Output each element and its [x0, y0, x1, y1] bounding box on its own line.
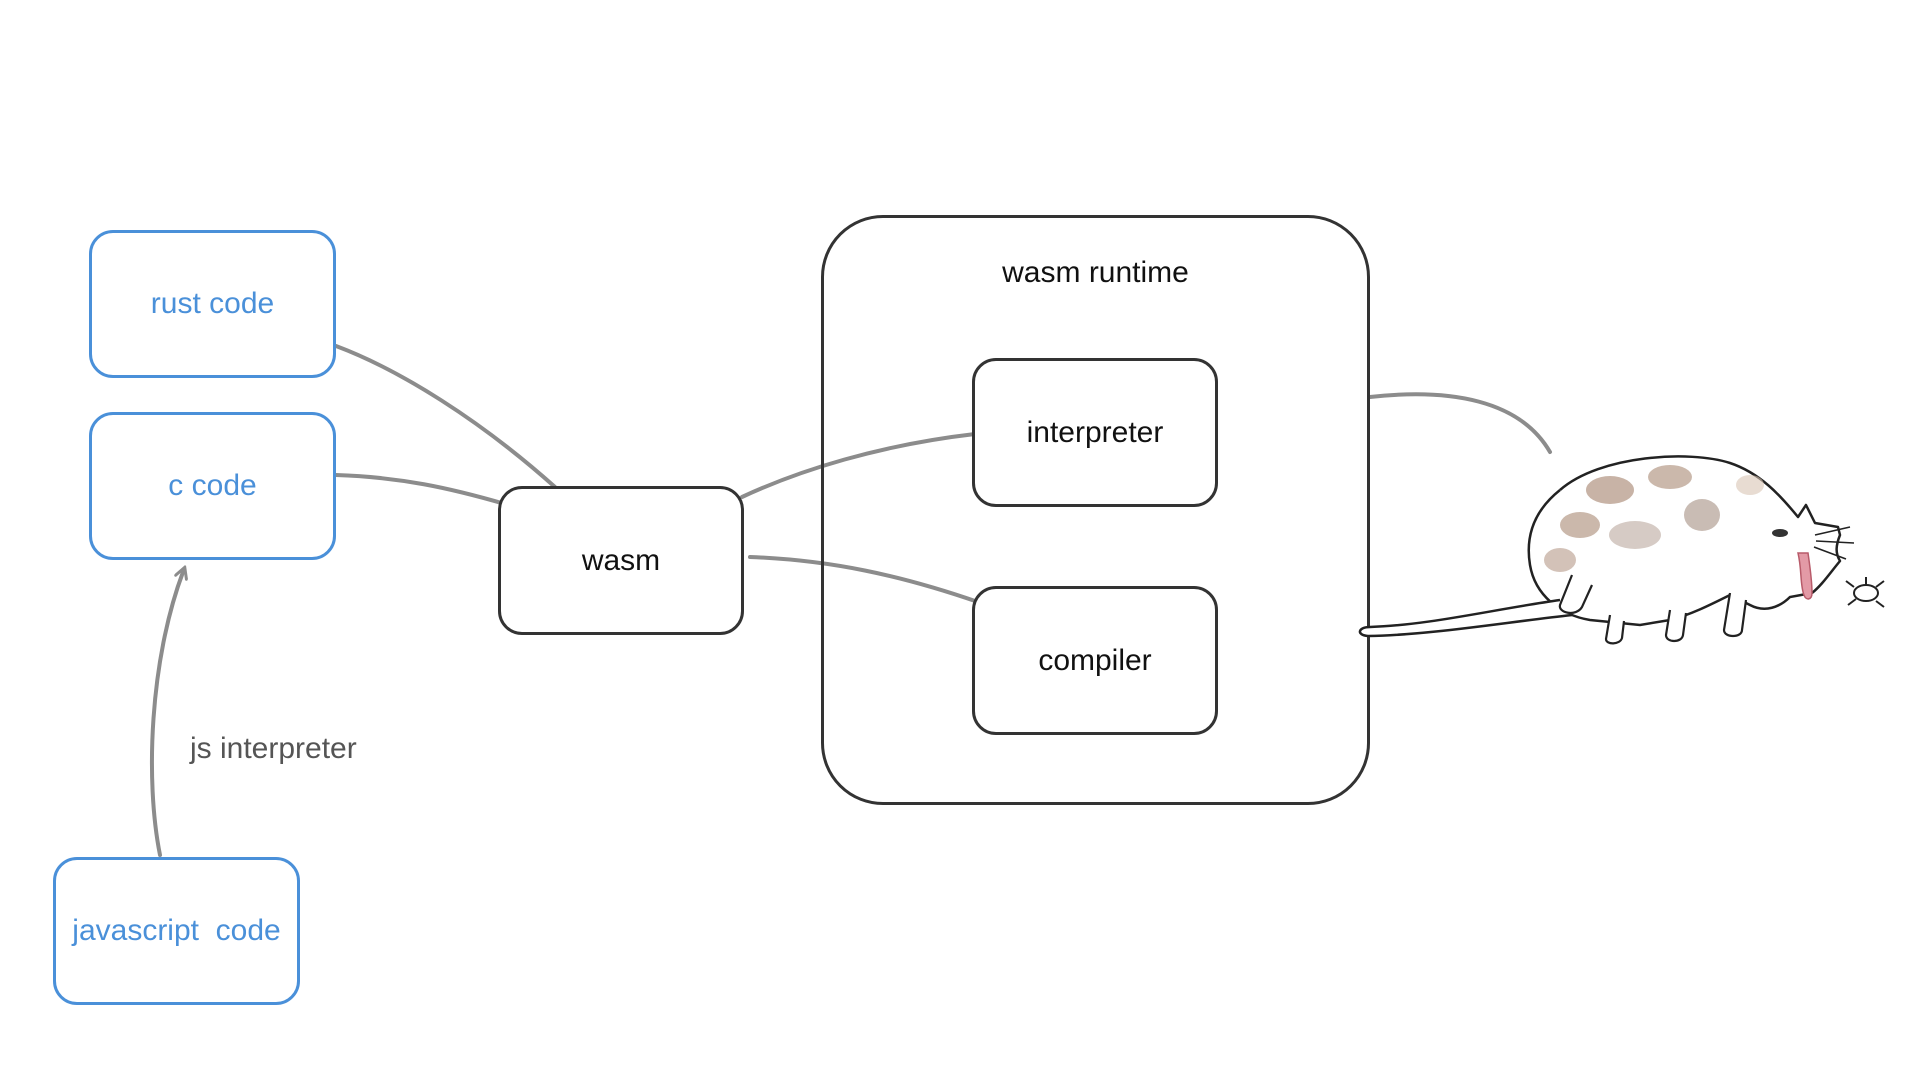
- wasm-runtime-title: wasm runtime: [1002, 256, 1189, 289]
- interpreter-label: interpreter: [1026, 415, 1164, 449]
- rust-code-box: rust code: [89, 230, 336, 378]
- interpreter-box: interpreter: [972, 358, 1218, 507]
- edge-wasm-to-compiler: [748, 555, 980, 604]
- c-code-label: c code: [168, 469, 257, 502]
- compiler-label: compiler: [1038, 643, 1152, 677]
- wasm-label: wasm: [581, 543, 661, 577]
- js-interpreter-label: js interpreter: [190, 732, 357, 765]
- cat-eating-bug-icon: [1358, 455, 1885, 645]
- wasm-runtime-container: wasm runtime: [821, 215, 1370, 805]
- edge-runtime-to-output: [1368, 392, 1552, 454]
- compiler-box: compiler: [972, 586, 1218, 735]
- c-code-box: c code: [89, 412, 336, 560]
- wasm-box: wasm: [498, 486, 744, 635]
- edge-c-to-wasm: [334, 473, 507, 506]
- rust-code-label: rust code: [150, 287, 275, 320]
- javascript-code-label: javascript code: [72, 914, 281, 947]
- bug-icon: [1845, 577, 1885, 608]
- edge-rust-to-wasm: [334, 344, 557, 489]
- edge-javascript-to-c: [149, 572, 183, 857]
- javascript-code-box: javascript code: [53, 857, 300, 1005]
- edge-wasm-to-interpreter: [740, 432, 977, 499]
